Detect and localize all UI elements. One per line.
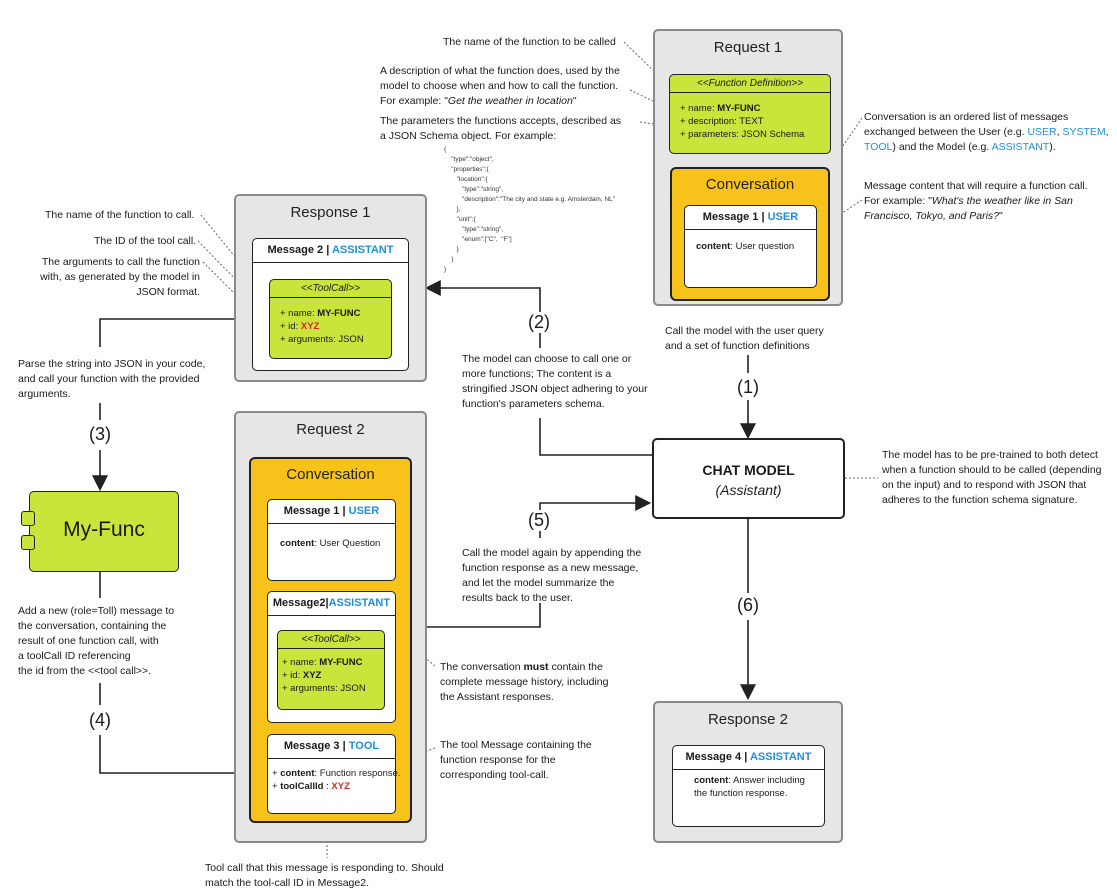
note-tool-message: The tool Message containing the function… (440, 739, 592, 781)
note-pretrained: The model has to be pre-trained to both … (882, 449, 1102, 506)
note-tool-call: Tool call that this message is respondin… (205, 862, 444, 889)
note-message-content: Message content that will require a func… (864, 180, 1088, 222)
request2-message3-header: Message 3 | TOOL (283, 740, 380, 752)
request1-conversation: Conversation Message 1 | USER content: U… (670, 167, 830, 301)
note-call-again: Call the model again by appending the fu… (462, 547, 642, 604)
request2-conversation: Conversation Message 1 | USER content: U… (249, 457, 412, 823)
note-add-message: Add a new (role=Toll) message to the con… (18, 605, 175, 677)
chat-model-subtitle: (Assistant) (715, 482, 782, 498)
function-definition-name: + name: MY-FUNC (680, 103, 761, 114)
request2-message1-header: Message 1 | USER (283, 505, 380, 517)
step-2: (2) (526, 312, 552, 333)
request1-conversation-title: Conversation (705, 176, 795, 193)
request2-message2-header: Message2|ASSISTANT (272, 597, 391, 609)
request1-panel: Request 1 <<Function Definition>> + name… (653, 29, 843, 306)
note-toolcall-name: The name of the function to call. (45, 209, 195, 221)
note-function-name: The name of the function to be called (443, 36, 616, 48)
request2-toolcall-header: <<ToolCall>> (301, 634, 361, 645)
note-conversation: Conversation is an ordered list of messa… (864, 111, 1109, 153)
response2-message4-header: Message 4 | ASSISTANT (685, 751, 812, 763)
function-definition-description: + description: TEXT (680, 116, 764, 127)
request2-toolcall-arguments: + arguments: JSON (282, 683, 366, 694)
response1-message2: Message 2 | ASSISTANT <<ToolCall>> + nam… (252, 238, 409, 371)
step-4: (4) (87, 710, 113, 731)
response1-toolcall-id: + id: XYZ (280, 321, 320, 332)
response1-toolcall-arguments: + arguments: JSON (280, 334, 364, 345)
note-toolcall-id: The ID of the tool call. (94, 235, 197, 247)
response1-panel: Response 1 Message 2 | ASSISTANT <<ToolC… (234, 194, 427, 382)
response2-message4: Message 4 | ASSISTANT content: Answer in… (672, 745, 825, 827)
chat-model-title: CHAT MODEL (702, 462, 795, 478)
request2-message1-content: content: User Question (280, 538, 381, 549)
response2-panel: Response 2 Message 4 | ASSISTANT content… (653, 701, 843, 843)
response1-toolcall-name: + name: MY-FUNC (280, 308, 361, 319)
request1-title: Request 1 (713, 39, 783, 56)
my-func-label: My-Func (63, 518, 145, 541)
request2-title: Request 2 (296, 421, 365, 438)
note-function-description: A description of what the function does,… (380, 65, 620, 107)
request2-toolcall-id: + id: XYZ (282, 670, 322, 681)
function-definition-box: <<Function Definition>> + name: MY-FUNC … (669, 74, 831, 154)
request2-message3: Message 3 | TOOL + content: Function res… (267, 734, 401, 814)
response2-message4-content-line2: the function response. (694, 788, 788, 799)
step-5: (5) (526, 510, 552, 531)
json-schema-example: { "type":"object", "properties":{ "locat… (444, 146, 616, 273)
request2-message1: Message 1 | USER content: User Question (267, 499, 396, 581)
request2-conversation-title: Conversation (286, 466, 375, 483)
response2-title: Response 2 (707, 711, 789, 728)
step-3: (3) (87, 424, 113, 445)
step-1: (1) (735, 377, 761, 398)
response1-message2-header: Message 2 | ASSISTANT (267, 244, 394, 256)
note-parse: Parse the string into JSON in your code,… (18, 358, 206, 400)
request2-message3-toolcallid: + toolCallId : XYZ (272, 781, 350, 792)
function-definition-header: <<Function Definition>> (696, 78, 804, 89)
note-model-choose: The model can choose to call one or more… (462, 353, 648, 410)
my-func-port-top (21, 511, 35, 526)
chat-model-box: CHAT MODEL (Assistant) (652, 438, 845, 519)
request2-panel: Request 2 Conversation Message 1 | USER … (234, 411, 427, 843)
request2-message3-content: + content: Function response. (272, 768, 401, 779)
my-func-box: My-Func (29, 491, 179, 572)
request2-toolcall-box: <<ToolCall>> + name: MY-FUNC + id: XYZ +… (277, 630, 385, 710)
response2-message4-content: content: Answer including (694, 775, 805, 786)
note-function-parameters: The parameters the functions accepts, de… (380, 115, 622, 142)
response1-toolcall-box: <<ToolCall>> + name: MY-FUNC + id: XYZ +… (269, 279, 392, 359)
request1-message1: Message 1 | USER content: User question (684, 205, 817, 288)
note-toolcall-arguments: The arguments to call the function with,… (40, 256, 200, 298)
response1-title: Response 1 (290, 204, 371, 221)
response1-toolcall-header: <<ToolCall>> (300, 283, 361, 294)
step-6: (6) (735, 595, 761, 616)
request1-message1-header: Message 1 | USER (702, 211, 799, 223)
request2-toolcall-name: + name: MY-FUNC (282, 657, 363, 668)
function-definition-parameters: + parameters: JSON Schema (680, 129, 805, 140)
request1-message1-content: content: User question (696, 241, 795, 252)
my-func-port-bottom (21, 535, 35, 550)
note-must-contain: The conversation must contain the comple… (440, 661, 609, 703)
note-call-model: Call the model with the user query and a… (665, 325, 824, 352)
request2-message2: Message2|ASSISTANT <<ToolCall>> + name: … (267, 591, 396, 723)
